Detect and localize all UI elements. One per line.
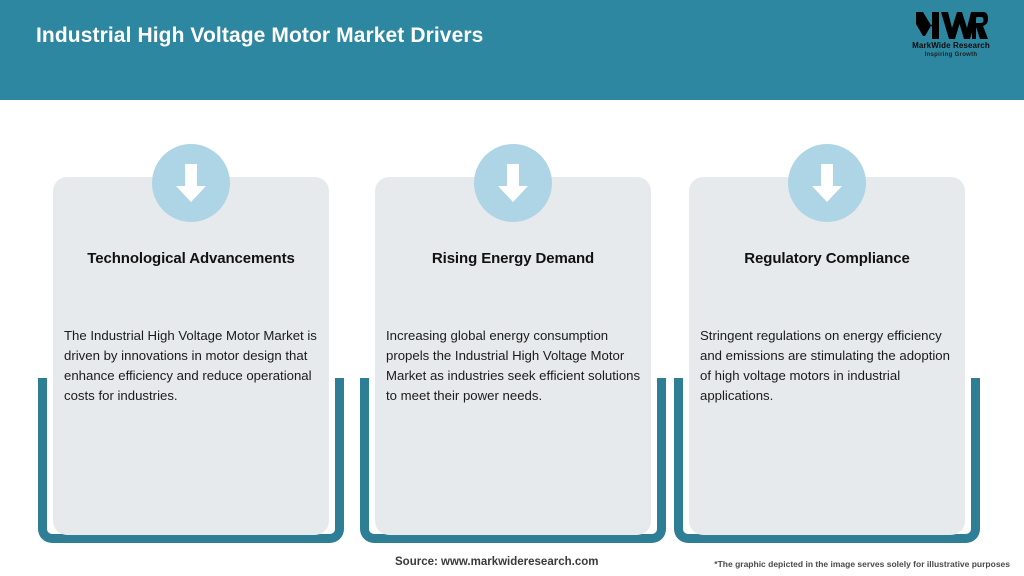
down-arrow-glyph [498, 164, 528, 202]
driver-card: Rising Energy Demand Increasing global e… [360, 100, 666, 560]
card-panel [689, 177, 965, 535]
page-title: Industrial High Voltage Motor Market Dri… [36, 24, 484, 47]
driver-cards-container: Technological Advancements The Industria… [0, 100, 1024, 576]
down-arrow-icon [474, 144, 552, 222]
logo-tagline: Inspiring Growth [924, 52, 978, 58]
card-title: Regulatory Compliance [744, 250, 910, 267]
driver-card: Regulatory Compliance Stringent regulati… [674, 100, 980, 560]
card-title: Rising Energy Demand [431, 250, 595, 267]
card-body-text: The Industrial High Voltage Motor Market… [64, 328, 317, 403]
down-arrow-icon [152, 144, 230, 222]
logo-name: MarkWide Research [912, 41, 990, 50]
brand-logo: MarkWide Research Inspiring Growth [900, 10, 1002, 62]
card-panel [53, 177, 329, 535]
down-arrow-glyph [176, 164, 206, 202]
down-arrow-glyph [812, 164, 842, 202]
down-arrow-icon [788, 144, 866, 222]
card-frame-accent [360, 378, 666, 543]
header-bar: Industrial High Voltage Motor Market Dri… [0, 0, 1024, 100]
source-label: Source: www.markwideresearch.com [395, 556, 599, 568]
card-frame-accent [38, 378, 344, 543]
card-body-text: Increasing global energy consumption pro… [386, 328, 641, 403]
card-body-text: Stringent regulations on energy efficien… [700, 328, 950, 403]
driver-card: Technological Advancements The Industria… [38, 100, 344, 560]
card-title: Technological Advancements [87, 250, 295, 267]
card-panel [375, 177, 651, 535]
card-frame-accent [674, 378, 980, 543]
disclaimer-label: *The graphic depicted in the image serve… [714, 559, 1010, 569]
mwr-logo-icon [916, 12, 988, 39]
